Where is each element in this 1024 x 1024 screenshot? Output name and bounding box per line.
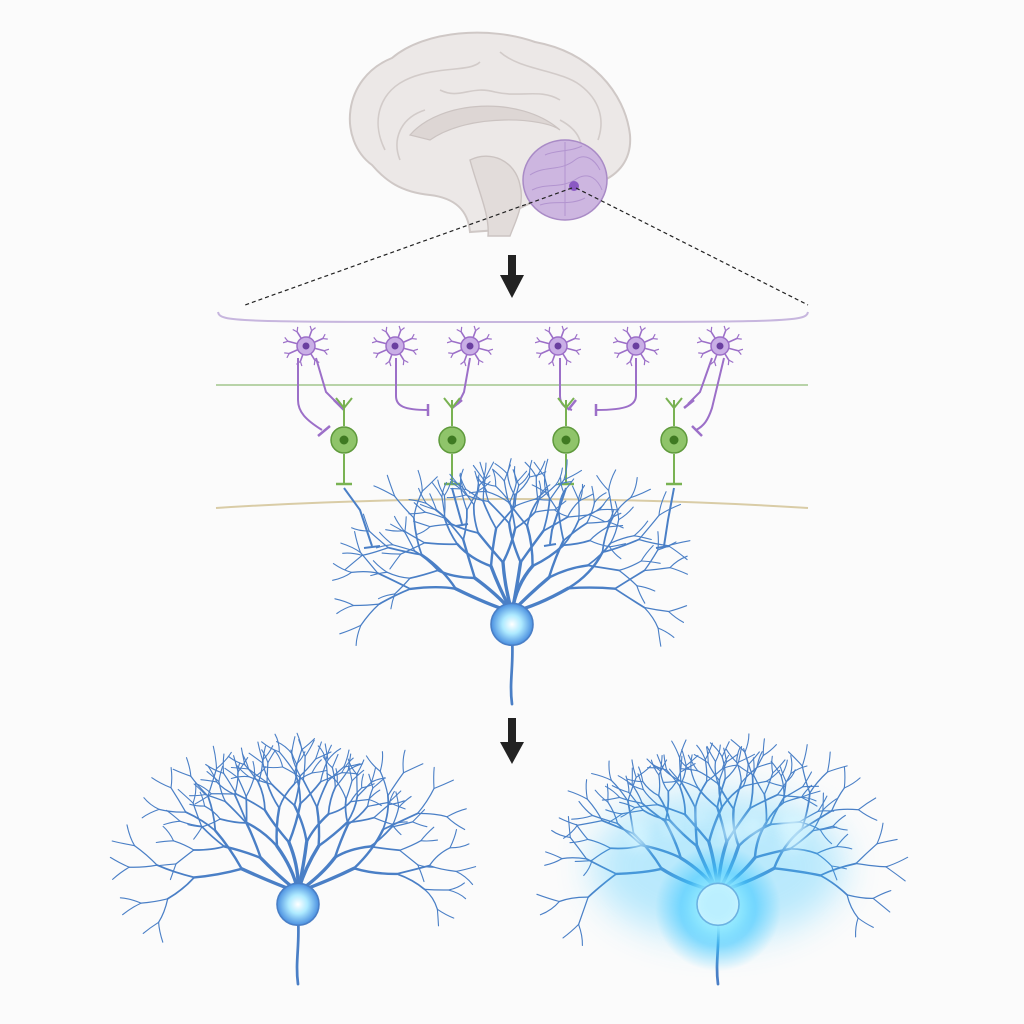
inhibitory-terminals: [317, 399, 703, 437]
interneuron-icon: [371, 325, 419, 367]
granule-cell-icon: [438, 397, 466, 486]
cerebellum-icon: [522, 139, 608, 221]
purkinje-layer-line: [215, 498, 809, 509]
interneuron-row: [282, 325, 744, 367]
interneuron-connections: [297, 357, 725, 431]
interneuron-icon: [282, 325, 330, 367]
granule-cell-row: [330, 397, 688, 486]
purkinje-cell-icon: [332, 458, 691, 706]
down-arrow-icon: [500, 255, 524, 298]
granule-cell-icon: [330, 397, 358, 486]
purkinje-cell-activated: [536, 733, 909, 986]
granule-purkinje-synapses: [343, 487, 675, 549]
purkinje-cell-baseline: [109, 732, 477, 986]
interneuron-icon: [696, 325, 744, 367]
interneuron-icon: [612, 325, 660, 367]
interneuron-icon: [534, 325, 582, 367]
molecular-layer-line: [217, 311, 809, 323]
interneuron-icon: [446, 325, 494, 367]
down-arrow-icon: [500, 718, 524, 764]
granule-cell-icon: [660, 397, 688, 486]
zoom-lines: [244, 187, 809, 306]
